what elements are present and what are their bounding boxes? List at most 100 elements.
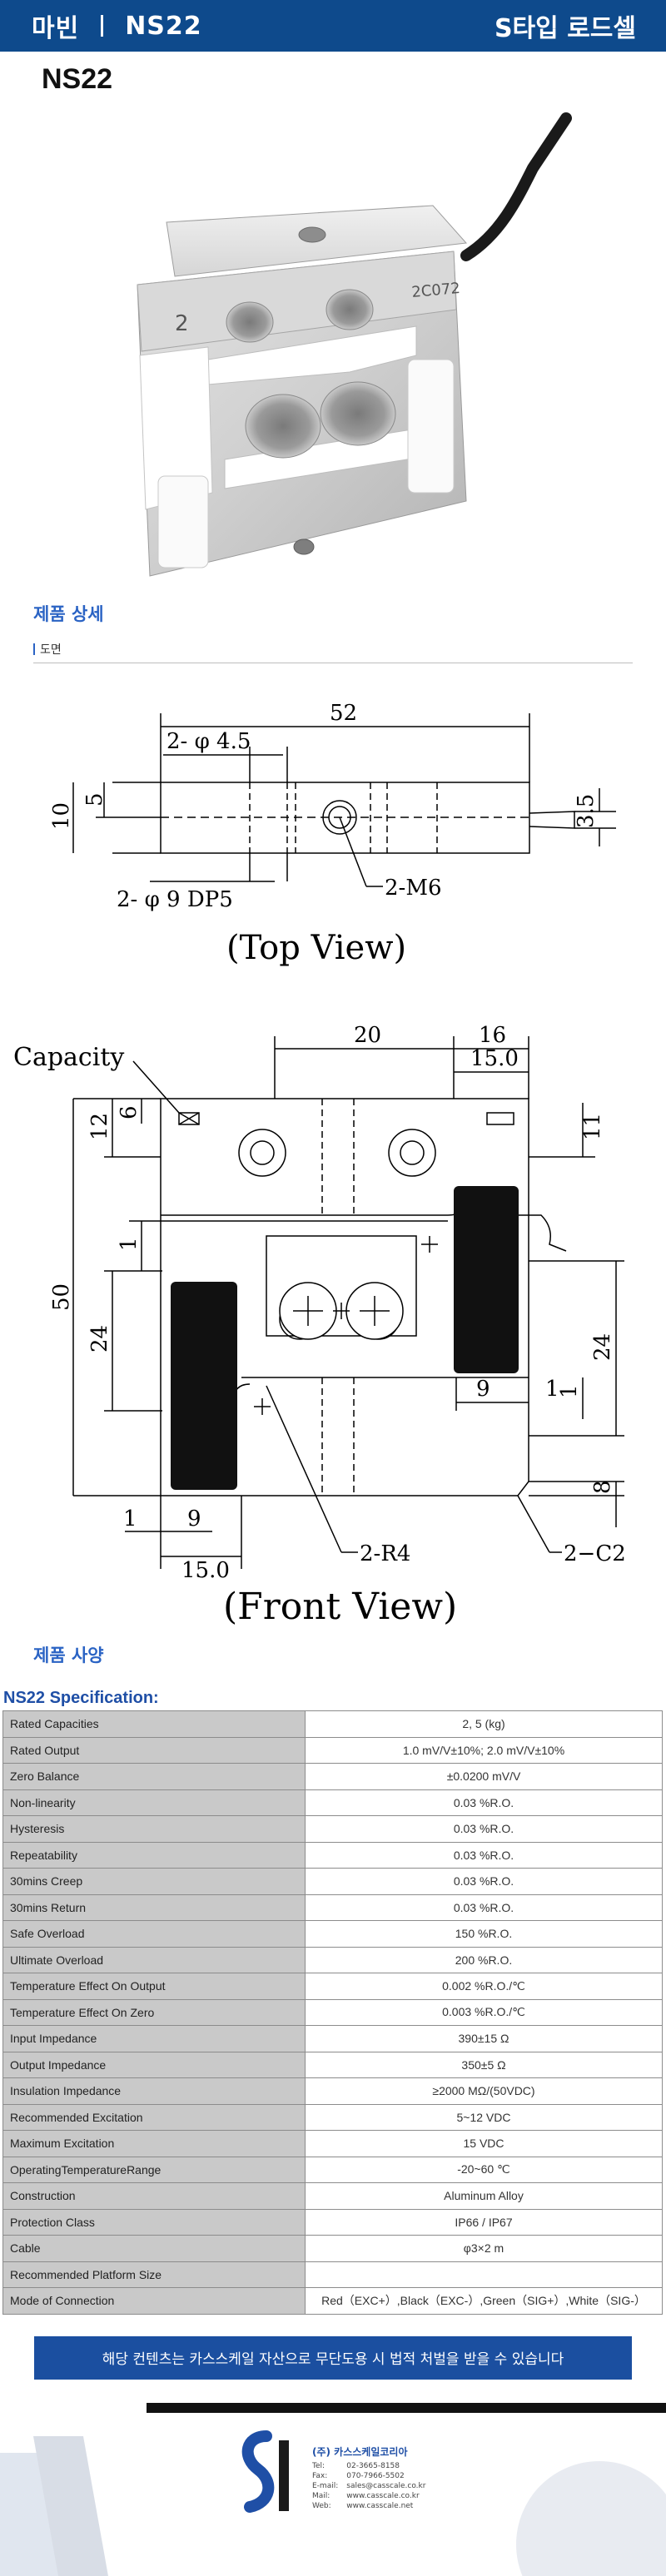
spec-key: Recommended Platform Size: [2, 2261, 306, 2288]
footer-label: Tel:: [312, 2461, 326, 2470]
spec-value: IP66 / IP67: [305, 2208, 663, 2236]
dim-9-bottom: 9: [187, 1506, 201, 1531]
spec-value: 0.03 %R.O.: [305, 1894, 663, 1921]
header-model: NS22: [125, 11, 202, 41]
spec-table-title: NS22 Specification:: [3, 1688, 159, 1707]
footer-value: 02-3665-8158: [346, 2461, 400, 2470]
footer: (주) 카스스케일코리아 Tel: Fax: E-mail: Mail: Web…: [0, 2402, 666, 2576]
spec-key: 30mins Creep: [2, 1868, 306, 1895]
spec-value: 0.03 %R.O.: [305, 1868, 663, 1895]
spec-key: Zero Balance: [2, 1763, 306, 1790]
footer-values: 02-3665-8158 070-7966-5502 sales@casscal…: [346, 2461, 425, 2511]
dim-5: 5: [82, 792, 107, 807]
spec-key: Rated Capacities: [2, 1710, 306, 1738]
footer-label: Mail:: [312, 2491, 331, 2500]
load-cell-illustration: 2 2C072: [137, 112, 572, 577]
page-header: 마빈 NS22 S타입 로드셀: [0, 0, 666, 52]
dim-1-bottom: 1: [123, 1506, 137, 1531]
footer-label: Fax:: [312, 2471, 328, 2480]
spec-key: Maximum Excitation: [2, 2130, 306, 2157]
front-view-drawing: Capacity 20 16 15.0 6 12 11 50 24 1 24 1…: [0, 986, 666, 1628]
spec-key: Temperature Effect On Zero: [2, 1998, 306, 2026]
top-view-svg: 52 2- φ 4.5 10 5 3.5 2- φ 9 DP5 2-M6 (To…: [49, 701, 616, 967]
spec-value: 0.003 %R.O./℃: [305, 1998, 663, 2026]
spec-value: 2, 5 (kg): [305, 1710, 663, 1738]
header-left: 마빈 NS22: [32, 7, 202, 44]
spec-key: Repeatability: [2, 1841, 306, 1869]
front-view-caption: (Front View): [223, 1586, 457, 1627]
dim-8: 8: [590, 1480, 615, 1494]
photo-label-right: 2C072: [411, 280, 461, 301]
spec-key: Hysteresis: [2, 1815, 306, 1843]
dim-6: 6: [117, 1105, 142, 1119]
spec-value: φ3×2 m: [305, 2235, 663, 2262]
dim-150-top: 15.0: [470, 1046, 519, 1071]
spec-section-title: 제품 사양: [33, 1645, 104, 1665]
spec-key: Protection Class: [2, 2208, 306, 2236]
spec-value: 0.002 %R.O./℃: [305, 1973, 663, 2000]
spec-key: Rated Output: [2, 1736, 306, 1764]
footer-value: 070-7966-5502: [346, 2471, 405, 2480]
top-view-drawing: 52 2- φ 4.5 10 5 3.5 2- φ 9 DP5 2-M6 (To…: [0, 663, 666, 986]
detail-section-title: 제품 상세: [33, 604, 104, 624]
spec-value: [305, 2261, 663, 2288]
dim-1-right2: 1: [545, 1377, 559, 1402]
footer-label: Web:: [312, 2501, 331, 2510]
spec-value: -20~60 ℃: [305, 2156, 663, 2183]
dim-12: 12: [87, 1113, 112, 1140]
product-photo: 2 2C072: [0, 110, 666, 601]
spec-key: Output Impedance: [2, 2051, 306, 2078]
spec-value: Red（EXC+）,Black（EXC-）,Green（SIG+）,White（…: [305, 2287, 663, 2315]
spec-key: Mode of Connection: [2, 2287, 306, 2315]
spec-value: ±0.0200 mV/V: [305, 1763, 663, 1790]
header-category: S타입 로드셀: [494, 14, 636, 43]
spec-key: Insulation Impedance: [2, 2077, 306, 2105]
spec-value: 200 %R.O.: [305, 1946, 663, 1973]
dim-1-right: 1: [557, 1384, 582, 1398]
spec-key: Non-linearity: [2, 1789, 306, 1816]
dim-20: 20: [354, 1023, 381, 1048]
dim-150-bottom: 15.0: [181, 1558, 230, 1583]
spec-value: 0.03 %R.O.: [305, 1815, 663, 1843]
spec-value: 15 VDC: [305, 2130, 663, 2157]
footer-contact: Tel: Fax: E-mail: Mail: Web: 02-3665-815…: [312, 2461, 425, 2511]
dim-50: 50: [49, 1283, 74, 1311]
footer-value: www.casscale.co.kr: [346, 2491, 420, 2500]
spec-key: 30mins Return: [2, 1894, 306, 1921]
header-divider: [101, 15, 104, 37]
spec-value: 1.0 mV/V±10%; 2.0 mV/V±10%: [305, 1736, 663, 1764]
spec-key: Cable: [2, 2235, 306, 2262]
footer-value: www.casscale.net: [346, 2501, 414, 2510]
spec-value: 0.03 %R.O.: [305, 1789, 663, 1816]
spec-value: 5~12 VDC: [305, 2103, 663, 2131]
dim-9-right: 9: [476, 1377, 490, 1402]
footer-labels: Tel: Fax: E-mail: Mail: Web:: [312, 2461, 338, 2511]
dim-24-left: 24: [87, 1325, 112, 1353]
spec-value: 0.03 %R.O.: [305, 1841, 663, 1869]
dim-m6: 2-M6: [385, 876, 442, 901]
spec-value: ≥2000 MΩ/(50VDC): [305, 2077, 663, 2105]
spec-key: Construction: [2, 2182, 306, 2210]
dim-1-left: 1: [117, 1237, 142, 1251]
dim-16: 16: [479, 1023, 506, 1048]
dim-52: 52: [330, 701, 357, 726]
spec-value: 350±5 Ω: [305, 2051, 663, 2078]
model-title: NS22: [42, 63, 113, 95]
sub-label-bar: [33, 643, 35, 655]
